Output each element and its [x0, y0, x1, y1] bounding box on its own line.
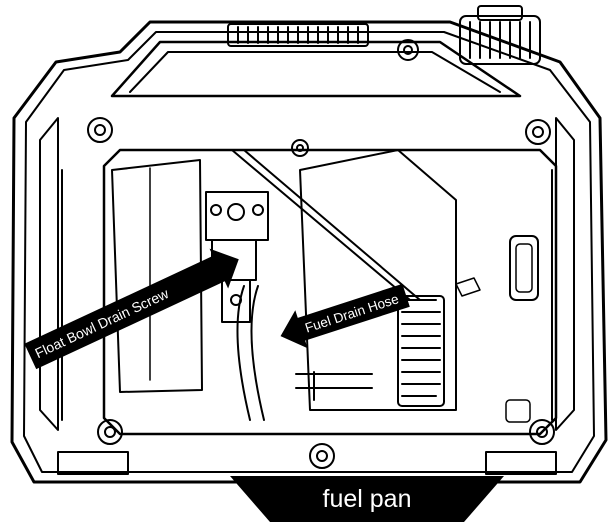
- fuel-cap-icon: [459, 5, 541, 65]
- foot-right: [485, 451, 557, 475]
- fuel-drain-hose-callout: Fuel Drain Hose: [280, 283, 410, 349]
- handle-inner-edge: [129, 51, 501, 93]
- right-side-panel: [555, 117, 575, 431]
- handle-grip: [227, 23, 369, 47]
- fuel-pan-label: fuel pan: [323, 485, 412, 513]
- left-side-panel: [39, 117, 59, 431]
- fuel-drain-hose-line: [236, 285, 251, 421]
- frame-beam: [231, 149, 421, 301]
- cooling-fins: [397, 295, 445, 407]
- screw-icon: [87, 39, 555, 469]
- housing-inner: [23, 31, 595, 473]
- foot-left: [57, 451, 129, 475]
- float-bowl-arrow: [24, 248, 239, 370]
- carry-handle: [110, 40, 522, 98]
- float-bowl-drain-screw-callout: Float Bowl Drain Screw: [24, 248, 239, 370]
- float-bowl-drain-screw-label: Float Bowl Drain Screw: [32, 285, 171, 361]
- fuel-pan: [230, 476, 504, 522]
- engine-cover: [299, 149, 457, 411]
- right-vent: [509, 235, 539, 301]
- fuel-drain-hose-arrow: [280, 283, 410, 349]
- housing-outer: [10, 20, 608, 484]
- service-opening: [102, 148, 558, 436]
